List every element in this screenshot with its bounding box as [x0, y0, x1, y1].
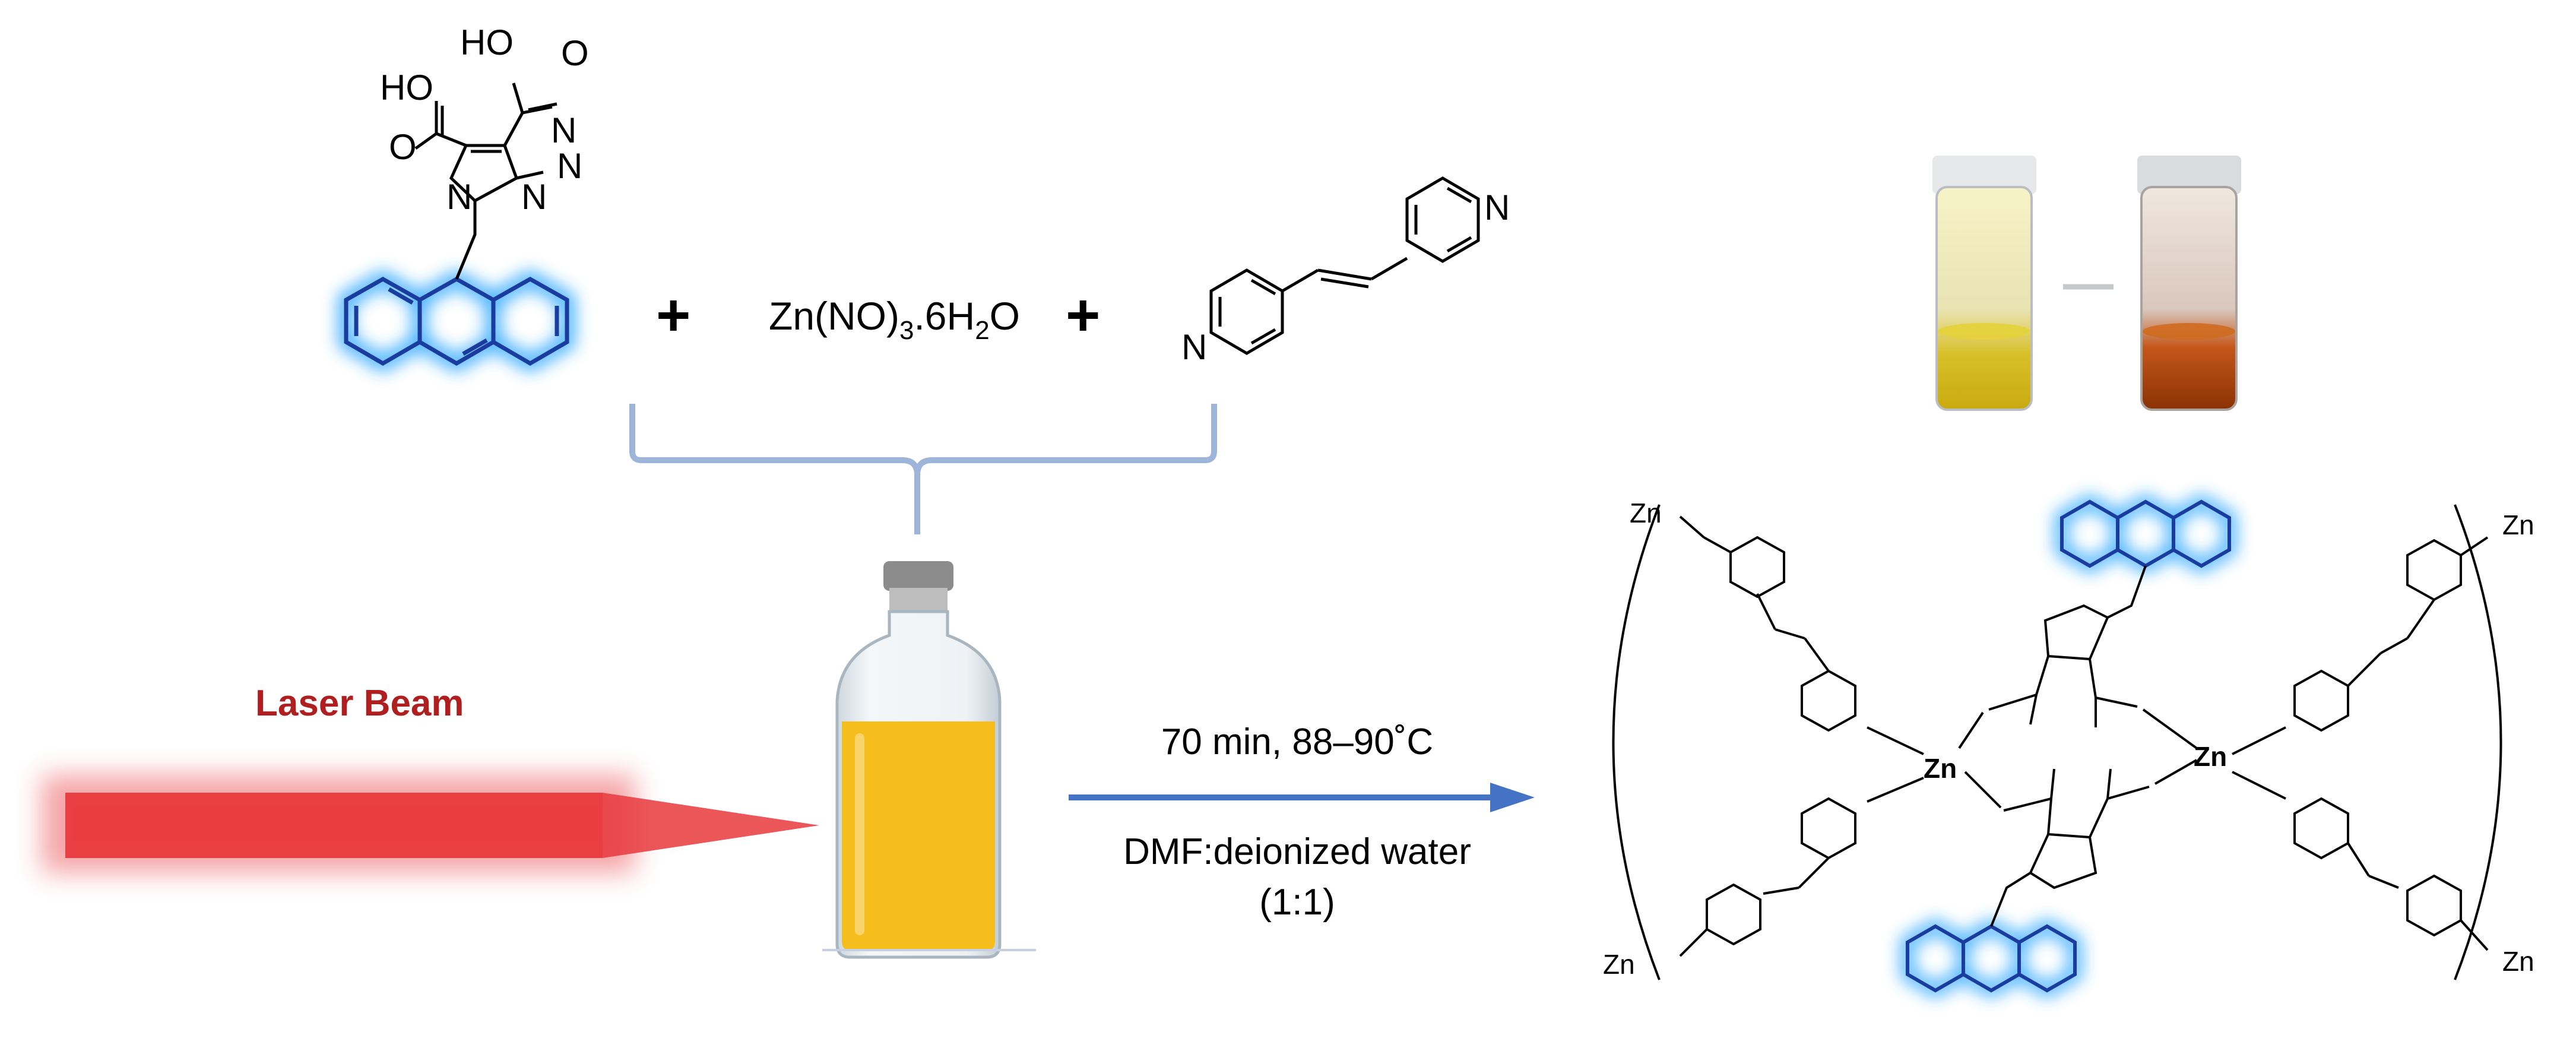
- plus-sign-2: +: [1066, 282, 1100, 349]
- ligand-o-left: O: [389, 127, 417, 167]
- product-zn-bottom-left: Zn: [1603, 949, 1635, 980]
- vial-photo-orange: [2137, 156, 2241, 411]
- conditions-solvent: DMF:deionized water: [1123, 831, 1471, 872]
- product-zn-center-left: Zn: [1924, 753, 1957, 784]
- ligand-n-link: N: [446, 177, 472, 217]
- conditions-ratio: (1:1): [1259, 882, 1335, 923]
- bipyridine-n-right: N: [1484, 188, 1510, 227]
- laser-beam-label: Laser Beam: [255, 683, 464, 724]
- laser-beam: [42, 775, 819, 873]
- anthracene-rings: [344, 276, 569, 366]
- product-zn-top-left: Zn: [1630, 498, 1662, 528]
- reaction-arrow: [1069, 783, 1535, 812]
- reaction-vial: [822, 561, 1036, 959]
- conditions-time-temp: 70 min, 88–90˚C: [1161, 721, 1433, 762]
- ligand-o-top: O: [561, 33, 589, 73]
- bipyridine-structure: [1209, 176, 1480, 355]
- product-zn-top-right: Zn: [2502, 509, 2534, 540]
- ligand-n-top: N: [551, 110, 576, 150]
- combining-bracket: [629, 404, 1217, 534]
- product-structure: [1612, 494, 2502, 998]
- plus-sign-1: +: [656, 282, 690, 349]
- zinc-salt-formula: Zn(NO)3.6H2O: [769, 294, 1020, 345]
- product-zn-bottom-right: Zn: [2502, 946, 2534, 977]
- ligand-n-mid: N: [557, 146, 582, 186]
- vial-photo-yellow: [1932, 156, 2036, 411]
- ligand-structure: [338, 83, 575, 373]
- bipyridine-n-left: N: [1181, 327, 1207, 367]
- ligand-ho-top: HO: [460, 23, 514, 62]
- product-zn-center-right: Zn: [2194, 741, 2227, 772]
- anthracene-glow: [338, 270, 575, 373]
- ligand-n-low: N: [521, 177, 547, 217]
- ligand-ho-left: HO: [380, 68, 433, 107]
- vial-liquid: [842, 721, 995, 951]
